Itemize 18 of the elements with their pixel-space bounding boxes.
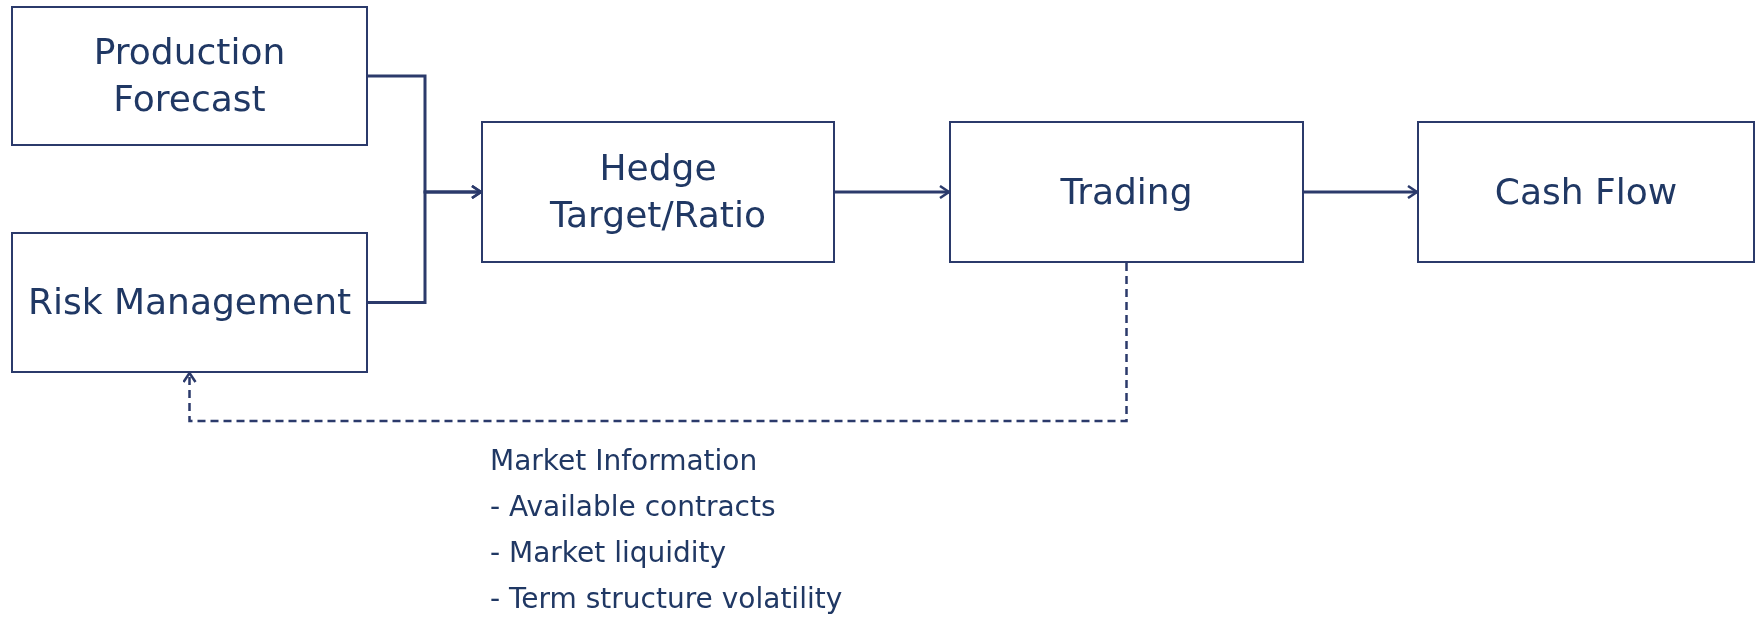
arrow bbox=[368, 184, 483, 304]
note-text: - Market liquidity bbox=[490, 535, 728, 571]
process-box bbox=[1417, 121, 1755, 263]
process-box bbox=[949, 121, 1304, 263]
process-box bbox=[11, 6, 368, 146]
process-box bbox=[11, 232, 368, 373]
note-text: Market Information bbox=[490, 443, 759, 479]
arrow bbox=[1304, 184, 1419, 200]
note-text: - Available contracts bbox=[490, 489, 777, 525]
note-text: - Term structure volatility bbox=[490, 581, 843, 617]
box-label: Trading bbox=[1060, 169, 1193, 214]
box-label: Hedge Target/Ratio bbox=[549, 146, 767, 237]
box-label: Production Forecast bbox=[92, 30, 287, 121]
dashed-arrow bbox=[182, 263, 1128, 423]
box-label: Risk Management bbox=[27, 280, 352, 325]
box-label: Cash Flow bbox=[1494, 169, 1678, 214]
arrow bbox=[835, 184, 951, 200]
process-box bbox=[481, 121, 835, 263]
